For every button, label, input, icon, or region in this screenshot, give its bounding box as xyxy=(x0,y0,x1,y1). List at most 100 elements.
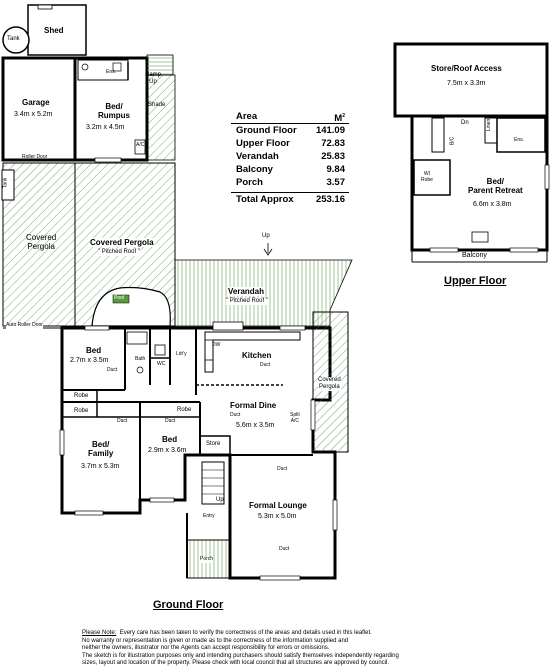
store-roof-label: Store/Roof Access xyxy=(431,64,502,73)
ramp-up-label: Ramp Up xyxy=(145,72,162,85)
area-total-row: Total Approx 253.16 xyxy=(231,192,349,206)
area-row-value: 25.83 xyxy=(321,151,345,162)
robe-label-2: Robe xyxy=(74,408,89,414)
covered-pergola-left-label: Covered Pergola xyxy=(26,233,57,252)
verandah-label: Verandah xyxy=(228,287,265,297)
up-verandah-label: Up xyxy=(262,233,270,239)
area-row: Upper Floor 72.83 xyxy=(231,137,349,150)
bed2-label: Bed xyxy=(162,435,178,444)
covered-pergola-left xyxy=(2,162,76,327)
bed-parent-size: 6.6m x 3.8m xyxy=(473,201,512,208)
duct-dine-label: Duct xyxy=(230,412,241,418)
area-row: Verandah 25.83 xyxy=(231,150,349,163)
area-row-label: Porch xyxy=(236,177,263,188)
robe-label-1: Robe xyxy=(74,393,89,399)
store-roof-size: 7.5m x 3.3m xyxy=(447,80,486,87)
shade-strip xyxy=(146,74,176,161)
covered-pergola-mid-label: Covered Pergola xyxy=(90,238,154,248)
area-row-label: Balcony xyxy=(236,164,273,175)
tank-top-label: Tank xyxy=(7,36,20,42)
pool-outline xyxy=(91,286,171,327)
dw-label: DW xyxy=(212,342,221,348)
duct-kitchen-label: Duct xyxy=(260,362,271,368)
duct-robe-left-label: Duct xyxy=(117,418,128,424)
formal-dine-label: Formal Dine xyxy=(230,401,277,410)
area-total-value: 253.16 xyxy=(315,194,345,205)
bc-label: B/C xyxy=(449,136,456,146)
note-line-1: Please Note: Every care has been taken t… xyxy=(82,630,472,638)
area-row-value: 3.57 xyxy=(326,177,346,188)
bath-label: Bath xyxy=(135,356,146,362)
robe-label-3: Robe xyxy=(177,407,192,413)
area-row-value: 72.83 xyxy=(321,138,345,149)
up-stairs-label: Up xyxy=(216,497,224,503)
porch-label: Porch xyxy=(200,556,214,563)
roller-door-label: Roller Door xyxy=(22,154,48,160)
bed1-size: 2.7m x 3.5m xyxy=(70,357,109,364)
tank-top-circle xyxy=(2,26,30,54)
upper-floor-title: Upper Floor xyxy=(444,275,507,287)
area-header-sup: 2 xyxy=(342,113,345,119)
wc-label: WC xyxy=(157,361,166,367)
garage-outline xyxy=(1,56,77,162)
note-line-1-text: Every care has been taken to verify the … xyxy=(119,630,372,636)
area-row-label: Upper Floor xyxy=(236,138,290,149)
bed-parent-label: Bed/ Parent Retreat xyxy=(468,177,523,196)
formal-lounge-label: Formal Lounge xyxy=(249,501,307,510)
bed1-label: Bed xyxy=(86,346,102,355)
ens-ground-label: Ens. xyxy=(106,69,117,75)
shed-label: Shed xyxy=(44,26,64,35)
note-line-5: sizes, layout and location of the proper… xyxy=(82,660,390,667)
store-roof-outline xyxy=(393,42,549,118)
duct-lounge-bottom-label: Duct xyxy=(279,546,290,552)
balcony-label: Balcony xyxy=(462,252,487,259)
store-label: Store xyxy=(206,441,221,447)
pitched-roof-pergola-label: " Pitched Roof " xyxy=(98,249,140,256)
bed-rumpus-label: Bed/ Rumpus xyxy=(98,102,130,121)
disclaimer-note: Please Note: Every care has been taken t… xyxy=(82,630,472,668)
note-heading: Please Note: xyxy=(82,630,117,636)
area-table-header: Area M2 xyxy=(231,110,349,124)
tank-side-label: Tank xyxy=(2,177,9,189)
kitchen-label: Kitchen xyxy=(242,351,272,360)
duct-robe-right-label: Duct xyxy=(165,418,176,424)
formal-lounge-size: 5.3m x 5.0m xyxy=(258,513,297,520)
auto-roller-door-label: Auto Roller Door xyxy=(6,322,43,329)
note-line-2: No warranty or representation is given o… xyxy=(82,637,349,644)
note-line-4: The sketch is for illustration purposes … xyxy=(82,652,399,659)
wi-robe-label: WI Robe xyxy=(421,171,433,183)
entry-label: Entry xyxy=(203,513,215,519)
garage-label: Garage xyxy=(22,98,50,107)
linen-label: Linen xyxy=(486,118,493,131)
ac-label: A/C xyxy=(136,142,145,148)
area-header-unit: M2 xyxy=(334,113,345,125)
pool-label: Pool xyxy=(114,295,125,301)
area-row: Porch 3.57 xyxy=(231,176,349,189)
covered-pergola-right-label: Covered Pergola xyxy=(318,377,341,391)
dn-label: Dn xyxy=(461,120,469,126)
tank-side xyxy=(1,169,15,201)
duct-bed1-label: Duct xyxy=(107,367,118,373)
bed-family-size: 3.7m x 5.3m xyxy=(81,463,120,470)
pitched-roof-verandah-label: " Pitched Roof " xyxy=(226,298,268,305)
area-row-label: Ground Floor xyxy=(236,125,297,136)
area-row-label: Verandah xyxy=(236,151,279,162)
area-total-label: Total Approx xyxy=(236,194,294,205)
ldry-label: Ldr'y xyxy=(176,351,187,357)
split-ac-label: Split A/C xyxy=(290,412,300,424)
bed-rumpus-size: 3.2m x 4.5m xyxy=(86,124,125,131)
bed-family-label: Bed/ Family xyxy=(88,440,114,459)
shed-outline xyxy=(27,4,87,56)
bed2-size: 2.9m x 3.6m xyxy=(148,447,187,454)
area-row-value: 9.84 xyxy=(326,164,346,175)
area-header-label: Area xyxy=(236,111,258,122)
shade-label: Shade xyxy=(148,102,166,108)
ground-floor-title: Ground Floor xyxy=(153,599,224,611)
duct-lounge-top-label: Duct xyxy=(277,466,288,472)
note-line-3: neither the owners, illustrator nor the … xyxy=(82,645,330,652)
ens-upper-label: Ens. xyxy=(514,137,525,143)
stairs xyxy=(201,461,225,505)
